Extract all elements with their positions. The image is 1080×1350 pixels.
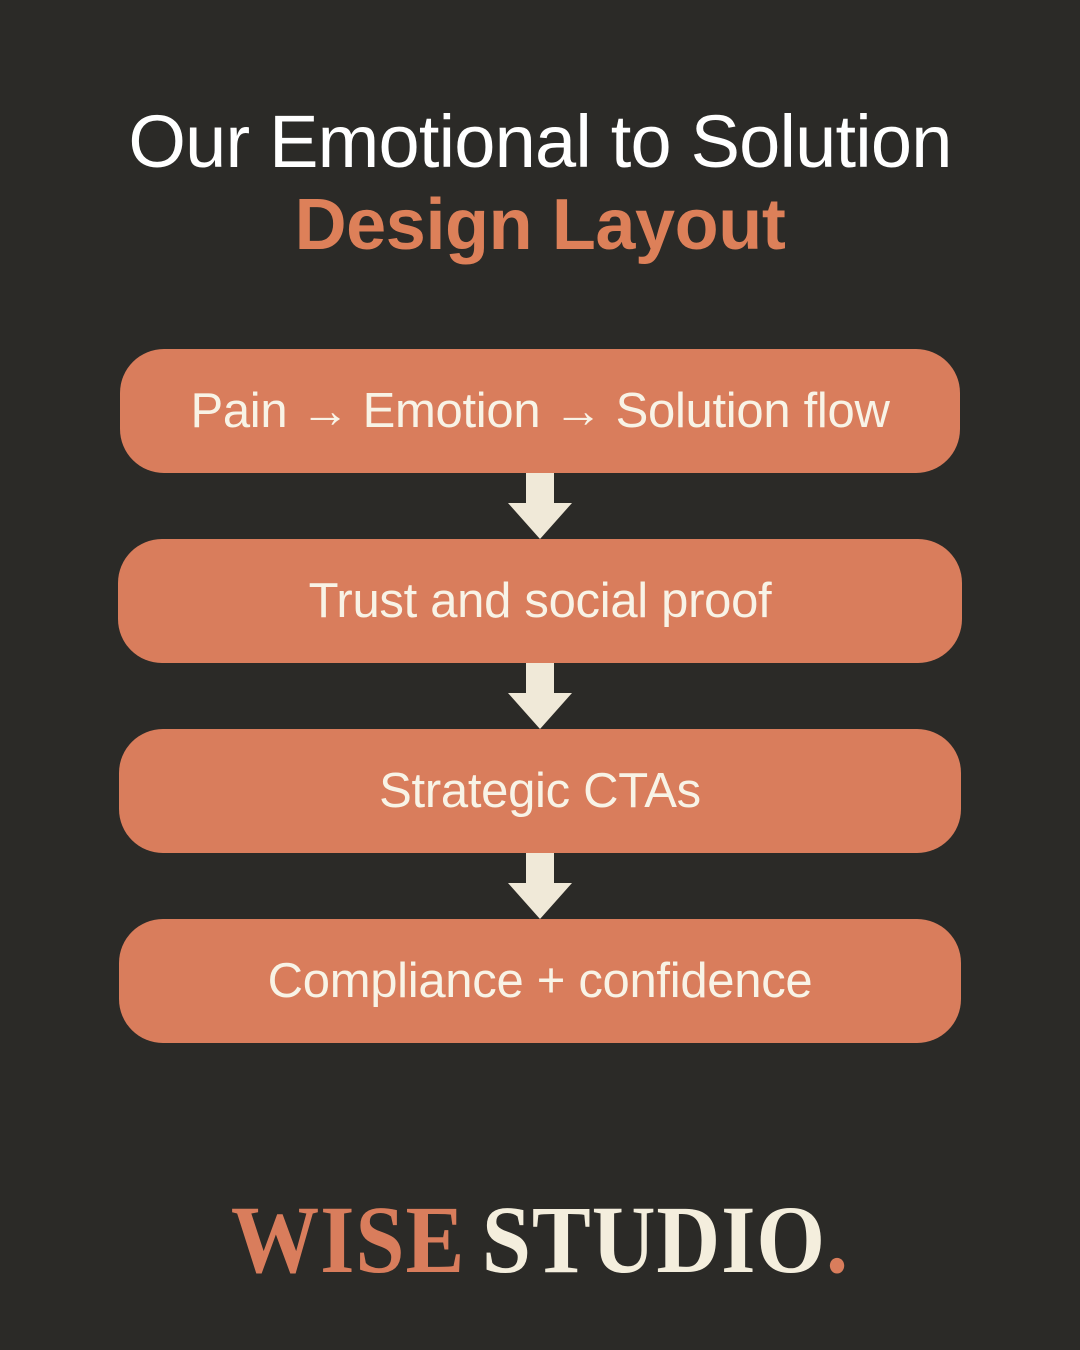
flow-step-2: Trust and social proof [0,539,1080,664]
flow-box-label: Strategic CTAs [379,763,701,818]
brand-logo-word-wise: WISE [230,1186,466,1293]
flow-box-pain-emotion-solution[interactable]: Pain → Emotion → Solution flow [120,349,960,474]
page-title: Our Emotional to Solution Design Layout [40,104,1040,265]
flow-connector-1 [0,473,1080,540]
flow-step-1: Pain → Emotion → Solution flow [0,349,1080,474]
arrow-down-icon [508,853,572,920]
title-line-primary: Our Emotional to Solution [128,100,952,183]
flow-connector-3 [0,853,1080,920]
flow-diagram: Pain → Emotion → Solution flow Trust and… [0,349,1080,1044]
flow-box-label: Compliance + confidence [267,953,813,1008]
flow-box-strategic-ctas[interactable]: Strategic CTAs [119,729,961,854]
arrow-down-icon [508,663,572,730]
title-line-accent: Design Layout [294,185,786,266]
arrow-down-icon [508,473,572,540]
brand-logo-period: . [826,1186,850,1293]
flow-step-3: Strategic CTAs [0,729,1080,854]
flow-step-4: Compliance + confidence [0,919,1080,1044]
flow-box-label: Pain → Emotion → Solution flow [190,383,890,438]
flow-box-trust-social-proof[interactable]: Trust and social proof [118,539,962,664]
brand-logo-word-studio: STUDIO [481,1186,827,1293]
flow-box-compliance-confidence[interactable]: Compliance + confidence [119,919,961,1044]
flow-connector-2 [0,663,1080,730]
flow-box-label: Trust and social proof [308,573,772,628]
